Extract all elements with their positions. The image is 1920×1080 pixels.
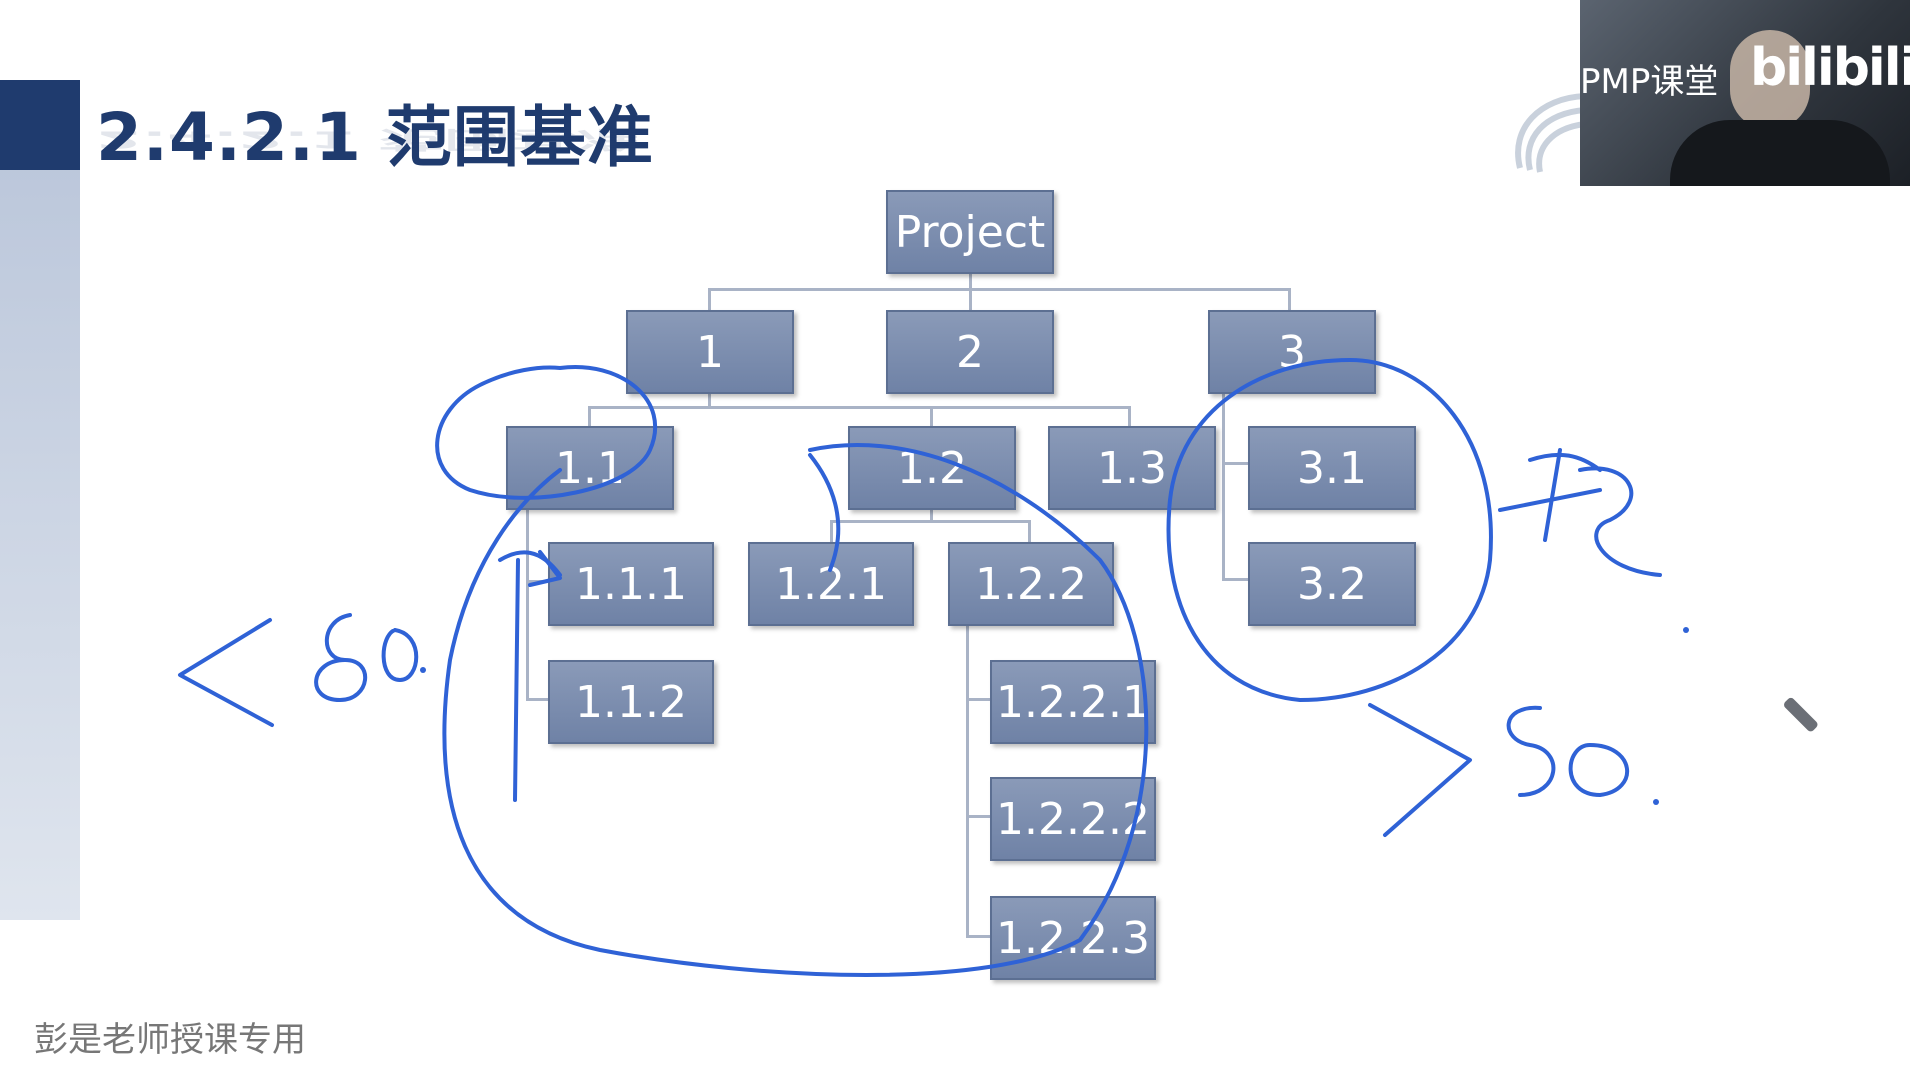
wbs-node-1-2: 1.2 xyxy=(848,426,1016,510)
connector xyxy=(1222,462,1250,465)
webcam-overlay: PMP课堂 bilibili xyxy=(1580,0,1910,186)
connector xyxy=(1128,406,1131,428)
connector xyxy=(588,406,591,428)
wbs-node-1-2-2-1: 1.2.2.1 xyxy=(990,660,1156,744)
webcam-presenter-head xyxy=(1730,30,1810,130)
slide-footer: 彭是老师授课专用 xyxy=(34,1020,306,1060)
wbs-node-project: Project xyxy=(886,190,1054,274)
ink-0-right xyxy=(1568,743,1629,797)
slide-title: 2.4.2.1 范围基准 xyxy=(96,99,654,176)
ink-stroke-vertical xyxy=(513,558,520,802)
connector xyxy=(966,626,969,938)
slide-side-bar-accent xyxy=(0,80,80,170)
swoosh-logo-icon xyxy=(1515,93,1586,173)
ink-loop-large xyxy=(442,442,1149,977)
ink-0 xyxy=(381,628,419,682)
connector xyxy=(830,520,833,542)
wbs-node-1-2-2: 1.2.2 xyxy=(948,542,1114,626)
wbs-node-1-1-1: 1.1.1 xyxy=(548,542,714,626)
ink-8 xyxy=(314,613,368,702)
ink-char-stroke-4 xyxy=(1498,488,1602,512)
connector xyxy=(969,270,972,290)
ink-8-right xyxy=(1506,705,1556,797)
connector xyxy=(930,506,933,520)
wbs-node-2: 2 xyxy=(886,310,1054,394)
connector xyxy=(708,390,711,408)
wbs-node-1-1-2: 1.1.2 xyxy=(548,660,714,744)
connector xyxy=(708,288,1290,291)
ink-circle-small xyxy=(435,365,658,500)
ink-char-stroke-3 xyxy=(1578,466,1662,577)
wbs-node-1-1: 1.1 xyxy=(506,426,674,510)
connector xyxy=(830,520,1030,523)
ink-circle-right xyxy=(1166,358,1493,702)
connector xyxy=(526,698,548,701)
webcam-presenter-body xyxy=(1670,120,1890,186)
connector xyxy=(969,288,972,312)
wbs-node-1: 1 xyxy=(626,310,794,394)
connector xyxy=(1222,390,1225,580)
ink-char-stroke-1 xyxy=(1528,452,1602,472)
ink-arrow-2 xyxy=(528,550,562,587)
connector xyxy=(1222,578,1250,581)
connector xyxy=(708,288,711,312)
ink-arrow-3 xyxy=(808,453,841,572)
wbs-node-3-2: 3.2 xyxy=(1248,542,1416,626)
wbs-node-1-2-2-3: 1.2.2.3 xyxy=(990,896,1156,980)
ink-char-stroke-2 xyxy=(1543,448,1562,542)
connector xyxy=(930,406,933,428)
connector xyxy=(966,935,990,938)
pen-cursor-icon xyxy=(1784,697,1818,732)
connector xyxy=(966,698,990,701)
connector xyxy=(588,406,1130,409)
connector xyxy=(1288,288,1291,312)
ink-greater-than xyxy=(1368,703,1472,837)
connector xyxy=(526,500,529,700)
wbs-node-3-1: 3.1 xyxy=(1248,426,1416,510)
connector xyxy=(966,815,990,818)
bilibili-logo-icon: bilibili xyxy=(1750,38,1910,98)
connector xyxy=(1028,520,1031,542)
slide-side-bar xyxy=(0,80,80,920)
wbs-node-3: 3 xyxy=(1208,310,1376,394)
webcam-channel-label: PMP课堂 xyxy=(1580,62,1719,102)
ink-less-than xyxy=(178,618,274,727)
